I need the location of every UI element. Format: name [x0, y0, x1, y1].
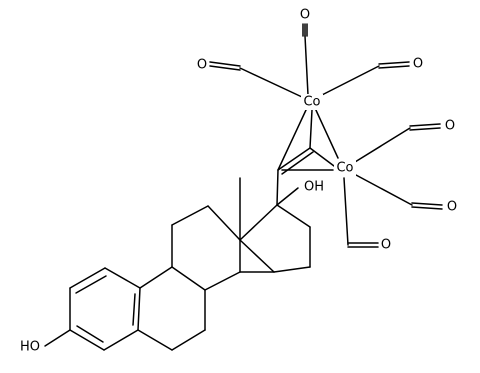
carbonyl-oxygen-lower-right-1: O — [445, 119, 455, 134]
carbonyl-oxygen-upper-right: O — [413, 57, 423, 72]
steroid-skeleton — [44, 169, 311, 351]
phenol-oh-label: HO — [20, 340, 40, 355]
carbonyl-oxygen-bottom: O — [381, 238, 391, 253]
hydroxyl-17-label: OH — [304, 180, 324, 195]
carbonyl-oxygen-upper-left: O — [197, 58, 207, 73]
carbonyl-oxygen-top: O — [300, 8, 310, 23]
carbonyl-oxygen-lower-right-2: O — [447, 200, 457, 215]
atom-labels: Co Co HO OH O O O O O O — [17, 8, 457, 355]
carbonyl-ligands — [209, 23, 443, 248]
dicobalt-alkyne-cluster — [277, 107, 339, 175]
cobalt-label-upper: Co — [303, 95, 320, 110]
cobalt-label-lower: Co — [336, 161, 353, 176]
